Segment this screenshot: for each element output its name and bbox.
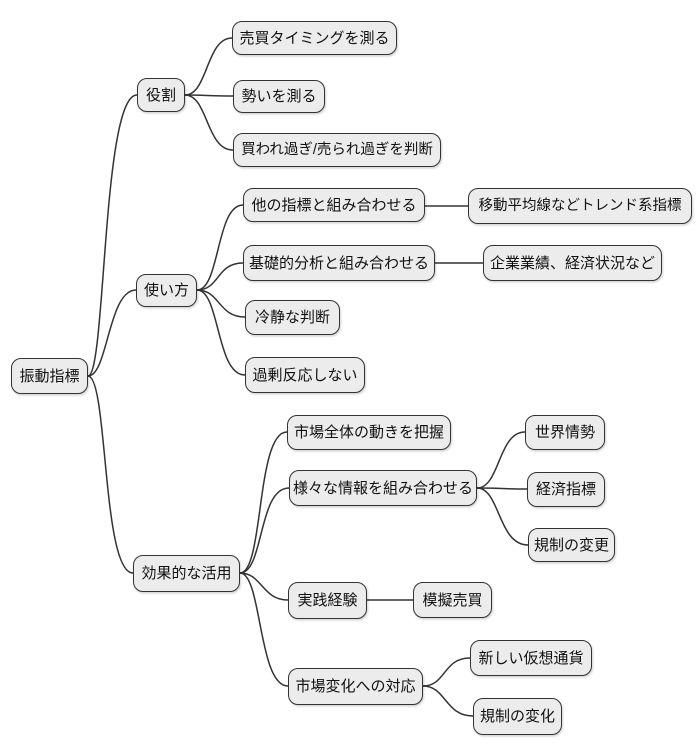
edge-root-effective-use [87,375,134,574]
edge-usage-calm-judgment [196,289,246,318]
edge-root-role [87,94,138,377]
node-respond-market-change: 市場変化への対応 [288,668,423,705]
edge-role-judge-overbought [184,94,234,151]
node-simulated-trading: 模擬売買 [413,582,492,618]
edge-effective-market-change [239,572,289,687]
edge-usage-combine-fundamental [196,262,244,291]
node-role: 役割 [137,78,185,112]
node-usage: 使い方 [136,274,197,307]
edge-role-measure-timing [184,37,233,96]
node-economic-indicators: 経済指標 [527,472,605,507]
node-trend-type-indicators: 移動平均線などトレンド系指標 [468,188,692,224]
edge-effective-grasp-market [239,431,288,574]
edge-usage-no-overreaction [196,289,246,376]
edge-change-regulation-shift [422,685,474,717]
node-judge-overbought-oversold: 買われ過ぎ/売られ過ぎを判断 [233,133,441,167]
edge-info-economic-indicators [476,487,528,490]
edge-info-regulation-change [476,487,529,546]
node-regulation-change: 規制の変更 [528,528,615,562]
edge-role-measure-momentum [184,94,234,97]
edge-effective-combine-info [239,487,290,574]
edge-change-new-crypto [422,657,471,687]
node-no-overreaction: 過剰反応しない [245,357,365,393]
node-effective-use: 効果的な活用 [133,555,240,592]
node-world-affairs: 世界情勢 [525,415,605,450]
node-calm-judgment: 冷静な判断 [245,300,340,335]
node-root-oscillator-indicator: 振動指標 [11,358,88,394]
node-measure-momentum: 勢いを測る [233,80,325,113]
node-combine-fundamental-analysis: 基礎的分析と組み合わせる [243,245,435,281]
node-grasp-overall-market: 市場全体の動きを把握 [287,415,451,450]
node-combine-other-indicators: 他の指標と組み合わせる [243,188,425,222]
node-regulation-shift: 規制の変化 [473,698,562,735]
edge-info-world-affairs [476,431,526,489]
node-practical-experience: 実践経験 [288,582,367,619]
edge-root-usage [87,289,137,377]
edge-usage-combine-indicators [196,204,244,291]
node-new-cryptocurrency: 新しい仮想通貨 [470,640,592,676]
node-corporate-economic-conditions: 企業業績、経済状況など [483,245,662,281]
node-combine-various-info: 様々な情報を組み合わせる [289,470,477,506]
edge-effective-practice [239,572,289,601]
node-measure-timing: 売買タイミングを測る [232,21,397,55]
